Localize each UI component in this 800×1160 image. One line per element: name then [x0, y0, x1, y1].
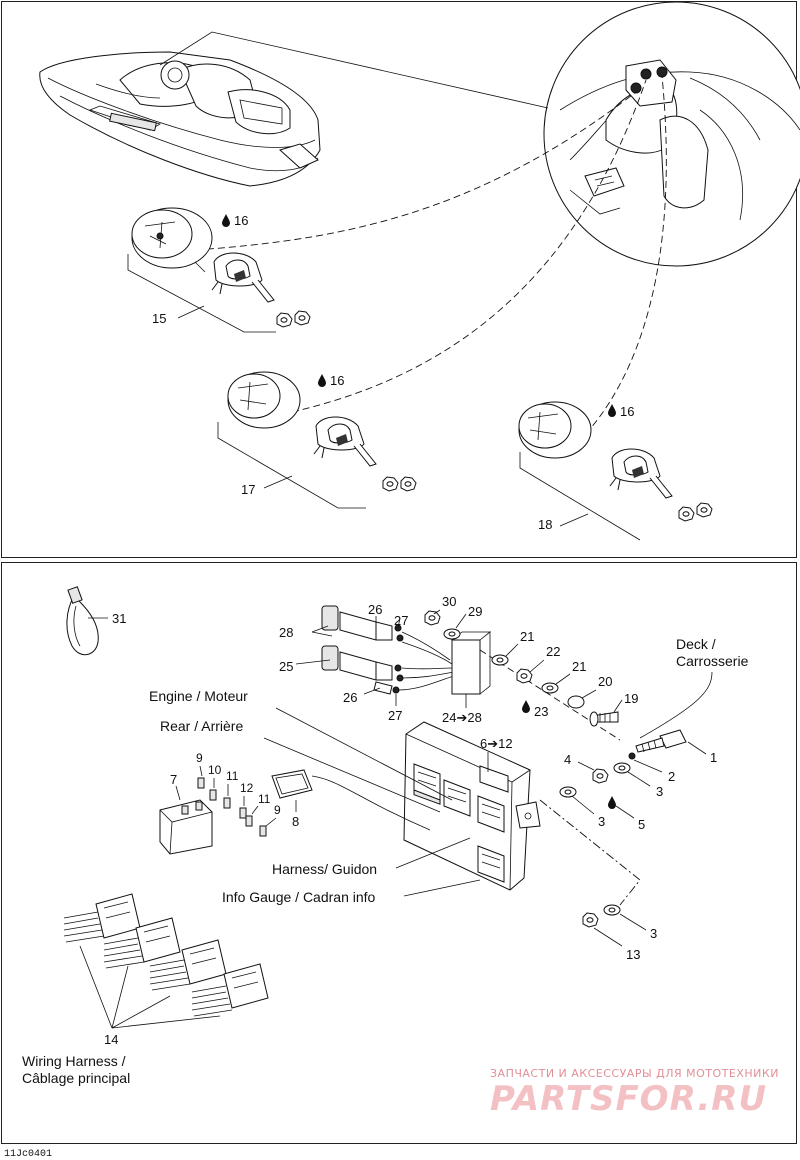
fuse-block	[451, 639, 481, 695]
callout-2: 2	[668, 769, 675, 784]
wiring-harness-label-1: Wiring Harness /	[22, 1053, 126, 1069]
relay-7	[159, 799, 213, 855]
boat-illustration	[39, 51, 321, 187]
callout-28: 28	[279, 625, 293, 640]
screw-19	[589, 711, 619, 727]
callout-27-a: 27	[394, 613, 408, 628]
fuse-11b	[245, 815, 253, 827]
callout-11-a: 11	[226, 769, 239, 783]
gauge-18	[518, 401, 713, 522]
engine-label: Engine / Moteur	[149, 688, 248, 704]
bolt-1	[635, 729, 687, 753]
callout-16-b: 16	[330, 373, 344, 388]
callout-21-a: 21	[520, 629, 534, 644]
callout-19: 19	[624, 691, 638, 706]
watermark-line1: ЗАПЧАСТИ И АКСЕССУАРЫ ДЛЯ МОТОТЕХНИКИ	[490, 1067, 779, 1080]
callout-9-b: 9	[274, 803, 281, 817]
top-panel-gauges	[1, 1, 797, 558]
deck-label-2: Carrosserie	[676, 653, 749, 669]
harness-label: Harness/ Guidon	[272, 861, 377, 877]
callout-23: 23	[534, 704, 548, 719]
callout-3-c: 3	[650, 926, 657, 941]
wiring-harness-connectors	[63, 893, 269, 1017]
fuse-9a	[197, 777, 205, 789]
figure-code: 11Jc0401	[4, 1149, 52, 1160]
callout-16-a: 16	[234, 213, 248, 228]
callout-16-c: 16	[620, 404, 634, 419]
bottom-panel-electrical	[1, 562, 797, 1144]
callout-26-b: 26	[343, 690, 357, 705]
callout-27-b: 27	[388, 708, 402, 723]
deck-label-1: Deck /	[676, 636, 716, 652]
fuse-12	[239, 807, 247, 819]
callout-20: 20	[598, 674, 612, 689]
connector-icon	[321, 605, 455, 695]
callout-8: 8	[292, 814, 299, 829]
rear-label: Rear / Arrière	[160, 718, 243, 734]
callout-14: 14	[104, 1032, 118, 1047]
callout-22: 22	[546, 644, 560, 659]
callout-15: 15	[152, 311, 166, 326]
callout-31: 31	[112, 611, 126, 626]
gauge-17	[227, 371, 417, 492]
callout-3-a: 3	[656, 784, 663, 799]
callout-7: 7	[170, 772, 177, 787]
wiring-harness-label-2: Câblage principal	[22, 1070, 130, 1086]
cable-tie-icon	[66, 586, 99, 656]
callout-1: 1	[710, 750, 717, 765]
callout-29: 29	[468, 604, 482, 619]
callout-18: 18	[538, 517, 552, 532]
ecm-module-icon	[403, 721, 541, 891]
watermark-line2: PARTSFOR.RU	[490, 1079, 767, 1119]
grommet-20	[567, 695, 585, 709]
callout-21-b: 21	[572, 659, 586, 674]
fuse-cover-8	[271, 769, 313, 799]
callout-26-a: 26	[368, 602, 382, 617]
dashboard-detail-circle	[543, 1, 800, 267]
callout-13: 13	[626, 947, 640, 962]
callout-24-28: 24➔28	[442, 710, 482, 725]
fuse-11a	[223, 797, 231, 809]
callout-17: 17	[241, 482, 255, 497]
callout-30: 30	[442, 594, 456, 609]
callout-4: 4	[564, 752, 571, 767]
callout-5: 5	[638, 817, 645, 832]
callout-3-b: 3	[598, 814, 605, 829]
fuse-10	[209, 789, 217, 801]
callout-9-a: 9	[196, 751, 203, 765]
callout-10: 10	[208, 763, 222, 777]
callout-6-12: 6➔12	[480, 736, 513, 751]
info-gauge-label: Info Gauge / Cadran info	[222, 889, 376, 905]
fuse-9b	[259, 825, 267, 837]
callout-11-b: 11	[258, 792, 271, 806]
callout-12: 12	[240, 781, 254, 795]
callout-25: 25	[279, 659, 293, 674]
gauge-15	[131, 207, 311, 328]
